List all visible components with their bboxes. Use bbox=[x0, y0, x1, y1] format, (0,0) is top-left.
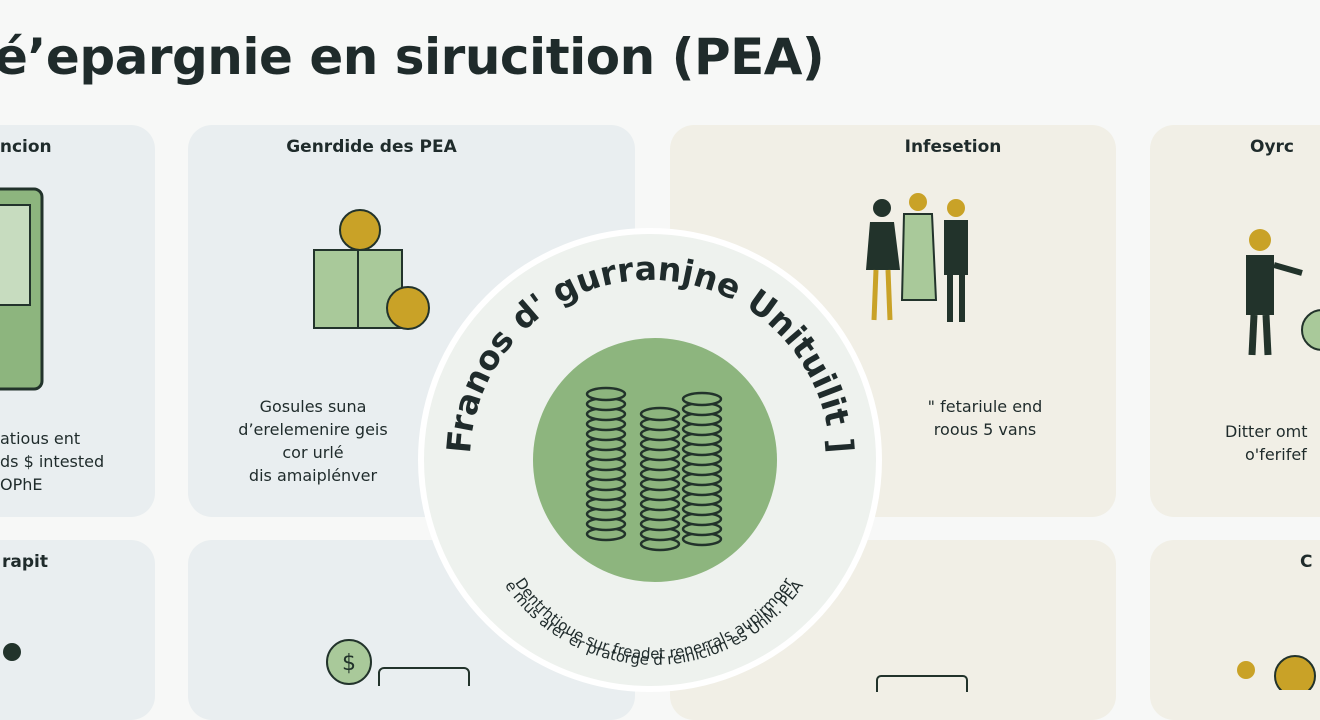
people-icon bbox=[866, 193, 968, 322]
text-line: OPhE bbox=[0, 475, 43, 494]
card-header: Oyrc bbox=[1250, 137, 1294, 157]
coin bbox=[681, 391, 723, 407]
coin-stacks-icon bbox=[585, 386, 723, 552]
text-line: roous 5 vans bbox=[933, 420, 1037, 439]
dollar-coin-icon bbox=[1237, 655, 1316, 690]
center-badge: Franos d' gurranjne Unituilit ] Dentrhti… bbox=[418, 228, 882, 692]
box-icon bbox=[876, 675, 968, 692]
card-header: Genrdide des PEA bbox=[286, 137, 457, 157]
card-rapit: rapit bbox=[0, 540, 155, 720]
book-coins-icon bbox=[313, 209, 430, 330]
arc-line-2: e mus arer er pratorge d reinicion es Un… bbox=[501, 576, 807, 668]
card-text: atious ent ds $ intested OPhE bbox=[0, 427, 104, 496]
card-c: C bbox=[1150, 540, 1320, 720]
card-header: rapit bbox=[2, 552, 48, 572]
text-line: Ditter omt bbox=[1225, 422, 1308, 441]
text-line: dis amaiplénver bbox=[248, 466, 378, 485]
person-icon bbox=[1246, 229, 1320, 356]
text-line: cor urlé bbox=[282, 443, 344, 462]
card-encion: encion atious ent ds $ intested OPhE bbox=[0, 125, 155, 517]
text-line: Gosules suna bbox=[259, 397, 367, 416]
card-oyrc: Oyrc Ditter omt o'ferifef bbox=[1150, 125, 1320, 517]
page-title: é’epargnie en sirucition (PEA) bbox=[0, 28, 825, 86]
text-line: " fetariule end bbox=[927, 397, 1043, 416]
coin bbox=[639, 406, 681, 422]
card-text: " fetariule end roous 5 vans bbox=[910, 395, 1060, 441]
text-line: atious ent bbox=[0, 429, 81, 448]
svg-text:$: $ bbox=[342, 651, 356, 676]
card-text: Ditter omt o'ferifef bbox=[1225, 420, 1307, 466]
card-header: C bbox=[1300, 552, 1313, 572]
card-header: encion bbox=[0, 137, 52, 157]
person-icon bbox=[3, 643, 21, 661]
phone-icon bbox=[0, 187, 44, 391]
card-header: Infesetion bbox=[904, 137, 1002, 157]
text-line: o'ferifef bbox=[1245, 445, 1307, 464]
text-line: ds $ intested bbox=[0, 452, 105, 471]
text-line: d’erelemenire geis bbox=[238, 420, 388, 439]
card-text: Gosules suna d’erelemenire geis cor urlé… bbox=[208, 395, 418, 487]
coin bbox=[585, 386, 627, 402]
